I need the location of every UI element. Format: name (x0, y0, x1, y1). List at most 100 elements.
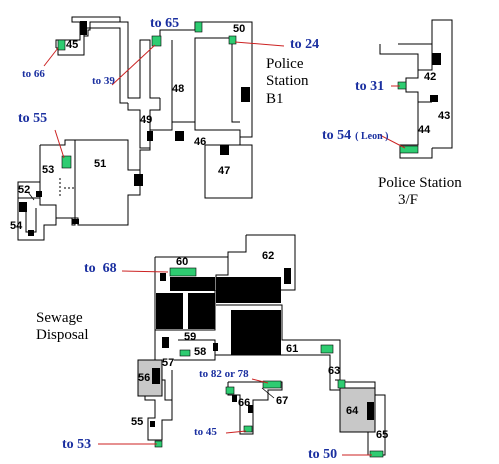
block-e (170, 277, 215, 291)
wall-room-48-inner (171, 37, 240, 123)
marker-45 (57, 39, 66, 51)
door-45 (80, 21, 87, 35)
wall-room-60 (155, 256, 229, 268)
walls (17, 16, 453, 456)
marker-63 (320, 344, 334, 354)
wall-room-62 (215, 234, 296, 291)
door-43 (430, 95, 438, 102)
wall-corridor-to-51 (128, 145, 151, 171)
conn-45 (225, 430, 247, 434)
conn-39 (111, 44, 156, 86)
conn-54 (379, 134, 406, 149)
marker-54 (399, 145, 419, 154)
room-label-64: 64 (346, 405, 359, 417)
room-label-50: 50 (233, 23, 246, 35)
link-label-leon: ( Leon ) (355, 131, 389, 142)
link-label-to-45: to 45 (194, 426, 217, 438)
marker-68 (169, 267, 197, 277)
wall-3f-inner (398, 28, 433, 45)
door-60 (160, 273, 166, 281)
link-label-to-31: to 31 (355, 79, 385, 94)
room-label-61: 61 (286, 343, 299, 355)
wall-3f-top (379, 19, 453, 149)
conn-68 (121, 270, 169, 273)
room-label-62: 62 (262, 250, 275, 262)
marker-50 (369, 450, 384, 458)
doors (19, 21, 441, 427)
room-label-49: 49 (140, 114, 153, 126)
door-52 (19, 202, 27, 212)
room-label-43: 43 (438, 110, 451, 122)
wall-room-52 (17, 181, 40, 199)
wall-room-66 (227, 381, 283, 435)
wall-room-54-inner (25, 208, 37, 233)
wall-corridor-49 (127, 98, 161, 149)
link-label-to-68: to 68 (84, 261, 117, 276)
door-57 (162, 337, 169, 348)
room-label-67: 67 (276, 395, 289, 407)
block-a (216, 277, 281, 303)
door-55 (150, 421, 155, 427)
link-label-to-82-or-78: to 82 or 78 (199, 368, 249, 380)
wall-room-54 (17, 198, 57, 241)
door-51 (134, 174, 143, 186)
wall-room-48 (159, 21, 253, 138)
door-66 (232, 395, 237, 402)
wall-room-47 (204, 144, 253, 199)
door-46a (175, 131, 184, 141)
marker-59 (179, 349, 191, 357)
wall-corridor-46 (150, 121, 241, 146)
door-49 (147, 131, 153, 141)
room-label-44: 44 (418, 124, 431, 136)
door-54 (28, 230, 34, 236)
marker-24 (228, 35, 237, 45)
room-label-42: 42 (424, 71, 437, 83)
wall-room-53 (39, 139, 76, 226)
wall-room-55 (144, 380, 173, 441)
room-label-54: 54 (10, 220, 23, 232)
door-48 (241, 87, 250, 102)
callout-52 (27, 191, 35, 201)
door-66b (248, 405, 253, 413)
door-53 (72, 219, 79, 224)
room-label-56: 56 (138, 372, 151, 384)
block-c (188, 293, 215, 329)
door-62 (284, 268, 291, 284)
room-label-51: 51 (94, 158, 107, 170)
save-markers (57, 21, 419, 458)
area-label-police-b1: Police Station B1 (266, 56, 309, 107)
link-label-to-39: to 39 (92, 75, 115, 87)
room-label-48: 48 (172, 83, 185, 95)
door-52b (36, 191, 42, 197)
room-label-58: 58 (194, 346, 207, 358)
room-label-66: 66 (238, 397, 251, 409)
marker-45b (243, 425, 253, 433)
conn-82 (251, 378, 269, 384)
conn-66 (43, 47, 59, 67)
conn-24 (234, 41, 285, 47)
marker-82 (262, 380, 282, 389)
link-label-to-53: to 53 (62, 437, 92, 452)
door-58 (213, 343, 218, 351)
link-label-to-50: to 50 (308, 447, 338, 462)
wall-corridor-top-left (83, 27, 128, 104)
door-64 (367, 402, 374, 420)
link-label-to-55: to 55 (18, 111, 48, 126)
block-b (156, 293, 183, 329)
connectors (43, 41, 406, 456)
wall-room-61-bottom (174, 354, 331, 375)
door-42 (432, 53, 441, 65)
marker-65 (194, 21, 203, 33)
room-label-65: 65 (376, 429, 389, 441)
block-d (231, 310, 281, 355)
solid-blocks (156, 277, 281, 355)
link-label-to-54: to 54 ( Leon ) (322, 128, 389, 143)
dashed-marks (59, 178, 74, 196)
door-56 (152, 368, 160, 384)
callout-67 (261, 387, 275, 399)
room-label-52: 52 (18, 184, 31, 196)
marker-66a (225, 386, 235, 395)
callouts (27, 191, 275, 399)
